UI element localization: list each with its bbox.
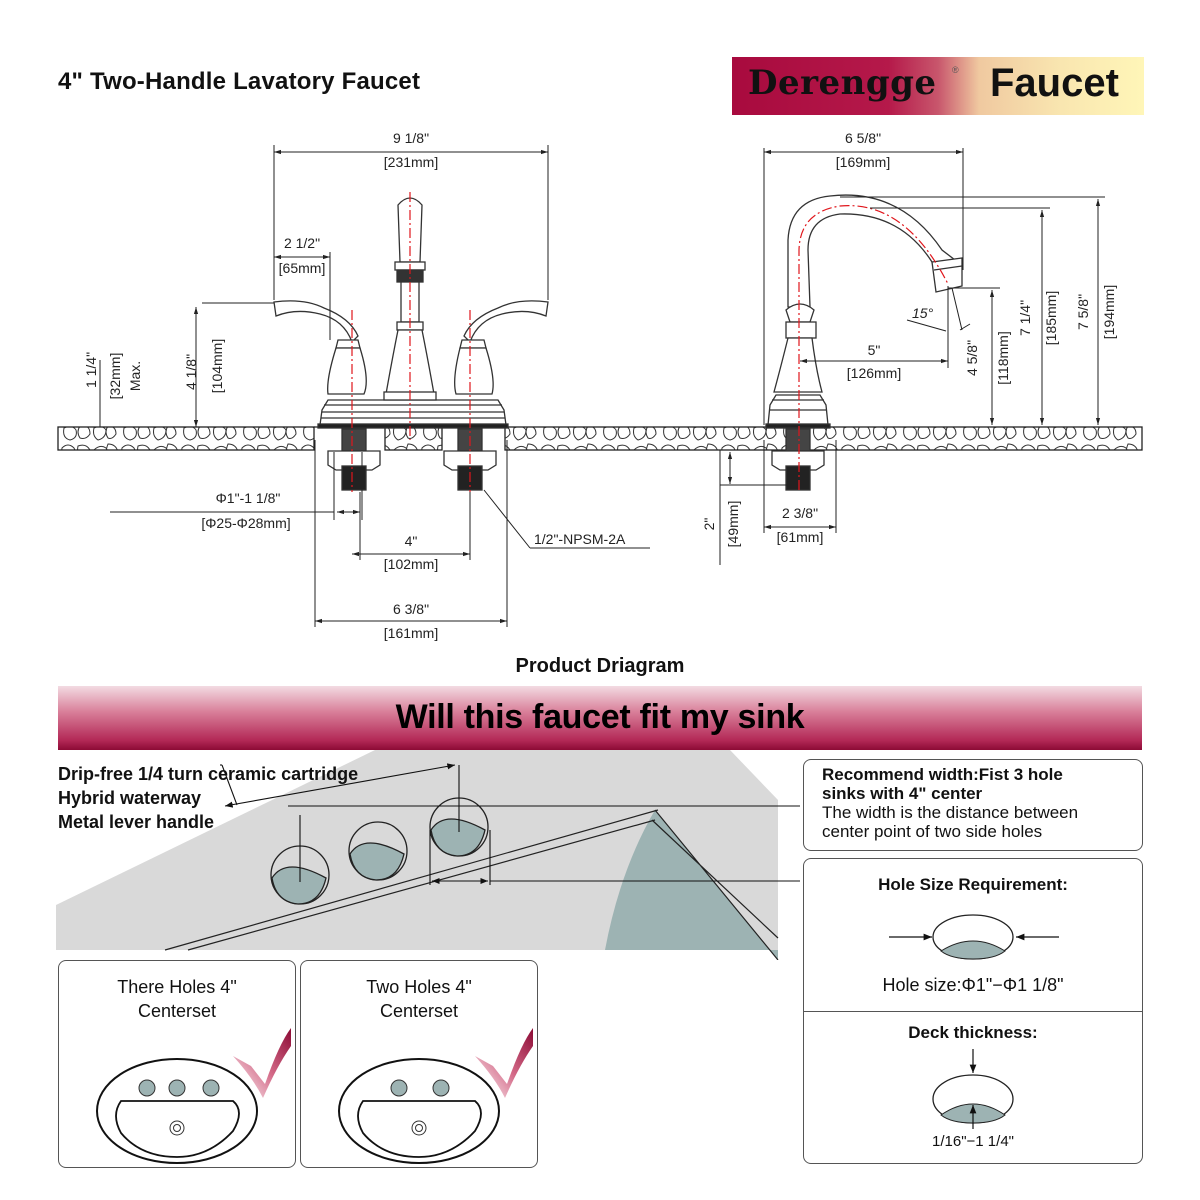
dim-angle: 15° [912, 305, 934, 321]
dim-spout-reach-in: 5" [868, 342, 881, 358]
feature-list: Drip-free 1/4 turn ceramic cartridge Hyb… [58, 762, 358, 834]
dim-handle-height-mm: [104mm] [209, 339, 225, 393]
dim-overall-width-in: 9 1/8" [393, 130, 429, 146]
page-title: 4" Two-Handle Lavatory Faucet [58, 68, 421, 95]
recommend-desc-line1: The width is the distance between [822, 803, 1079, 822]
dim-overall-height-mm: [194mm] [1101, 285, 1117, 339]
brand-logo: Derengge ® Faucet [732, 57, 1144, 115]
dim-spout-clearance-in: 4 5/8" [964, 340, 980, 376]
dim-handle-reach-mm: [65mm] [279, 260, 326, 276]
dim-deck-max-note: Max. [127, 361, 143, 391]
feature-item: Metal lever handle [58, 812, 215, 832]
sink-perspective-illustration [56, 750, 800, 960]
technical-drawing: 9 1/8" [231mm] 2 1/2" [65mm] 4 1/8" [104… [57, 130, 1143, 641]
dim-base-depth-mm: [61mm] [777, 529, 824, 545]
hole-size-icon [889, 914, 1059, 960]
sink-three-hole-icon [96, 1028, 291, 1164]
dim-spout-reach-mm: [126mm] [847, 365, 901, 381]
countertop-slab [57, 426, 1143, 451]
sink-option-two-holes: Two Holes 4" Centerset [300, 960, 538, 1168]
dimension-lines-side [719, 148, 1105, 565]
sink-option-line1: Two Holes 4" [366, 977, 472, 997]
recommend-width-box: Recommend width:Fist 3 hole sinks with 4… [803, 759, 1143, 851]
dim-spout-reach-total-mm: [169mm] [836, 154, 890, 170]
sink-option-line2: Centerset [379, 1001, 459, 1021]
sink-option-line1: There Holes 4" [117, 977, 237, 997]
hole-size-value: Hole size:Φ1"−Φ1 1/8" [882, 975, 1064, 995]
hole-size-heading: Hole Size Requirement: [878, 875, 1068, 894]
feature-item: Drip-free 1/4 turn ceramic cartridge [58, 764, 359, 784]
dim-shank-length-mm: [49mm] [725, 501, 741, 548]
banner-heading: Will this faucet fit my sink [395, 698, 805, 736]
dim-hole-diameter-in: Φ1"-1 1/8" [216, 490, 281, 506]
sink-option-label: There Holes 4" Centerset [59, 975, 295, 1023]
sink-option-line2: Centerset [137, 1001, 217, 1021]
deck-thickness-heading: Deck thickness: [908, 1023, 1038, 1042]
centerlines-front [351, 192, 471, 492]
recommend-desc-line2: center point of two side holes [822, 822, 1043, 841]
checkmark-icon [233, 1028, 291, 1098]
feature-item: Hybrid waterway [58, 788, 202, 808]
faucet-side-view [765, 194, 963, 491]
diagram-caption: Product Driagram [515, 655, 685, 677]
basin-water [605, 810, 778, 960]
dim-base-width-mm: [161mm] [384, 625, 438, 641]
dim-handle-height-in: 4 1/8" [183, 354, 199, 390]
dim-base-depth-in: 2 3/8" [782, 505, 818, 521]
dim-overall-width-mm: [231mm] [384, 154, 438, 170]
sink-option-three-holes: There Holes 4" Centerset [58, 960, 296, 1168]
sink-two-hole-icon [338, 1028, 533, 1164]
countertop-surface [56, 750, 778, 950]
sink-option-label: Two Holes 4" Centerset [301, 975, 537, 1023]
fit-banner: Will this faucet fit my sink [58, 686, 1142, 750]
dim-spout-height-in: 7 1/4" [1017, 300, 1033, 336]
dim-overall-height-in: 7 5/8" [1075, 294, 1091, 330]
dim-center-spacing-mm: [102mm] [384, 556, 438, 572]
dim-spout-clearance-mm: [118mm] [995, 331, 1011, 384]
registered-mark: ® [952, 65, 959, 75]
brand-product-word: Faucet [990, 61, 1119, 105]
deck-thickness-icon [932, 1049, 1014, 1129]
dim-spout-reach-total-in: 6 5/8" [845, 130, 881, 146]
recommend-heading-line1: Recommend width:Fist 3 hole [822, 765, 1063, 784]
dim-spout-height-mm: [185mm] [1043, 291, 1059, 345]
dimension-lines-front [99, 145, 650, 627]
dim-base-width-in: 6 3/8" [393, 601, 429, 617]
dim-handle-reach-in: 2 1/2" [284, 235, 320, 251]
requirements-box: Hole Size Requirement: Hole size:Φ1"−Φ1 … [803, 858, 1143, 1164]
dim-deck-max-mm: [32mm] [107, 353, 123, 400]
checkmark-icon [475, 1028, 533, 1098]
dim-hole-diameter-mm: [Φ25-Φ28mm] [201, 515, 290, 531]
dim-deck-max-in: 1 1/4" [83, 352, 99, 388]
brand-name: Derengge [748, 63, 937, 103]
centerlines-side [798, 205, 949, 490]
thread-spec-label: 1/2"-NPSM-2A [534, 531, 626, 547]
dim-center-spacing-in: 4" [405, 533, 418, 549]
dim-shank-length-in: 2" [701, 518, 717, 531]
section-divider [804, 1011, 1142, 1012]
deck-thickness-value: 1/16"−1 1/4" [932, 1133, 1014, 1150]
recommend-heading-line2: sinks with 4" center [822, 784, 983, 803]
